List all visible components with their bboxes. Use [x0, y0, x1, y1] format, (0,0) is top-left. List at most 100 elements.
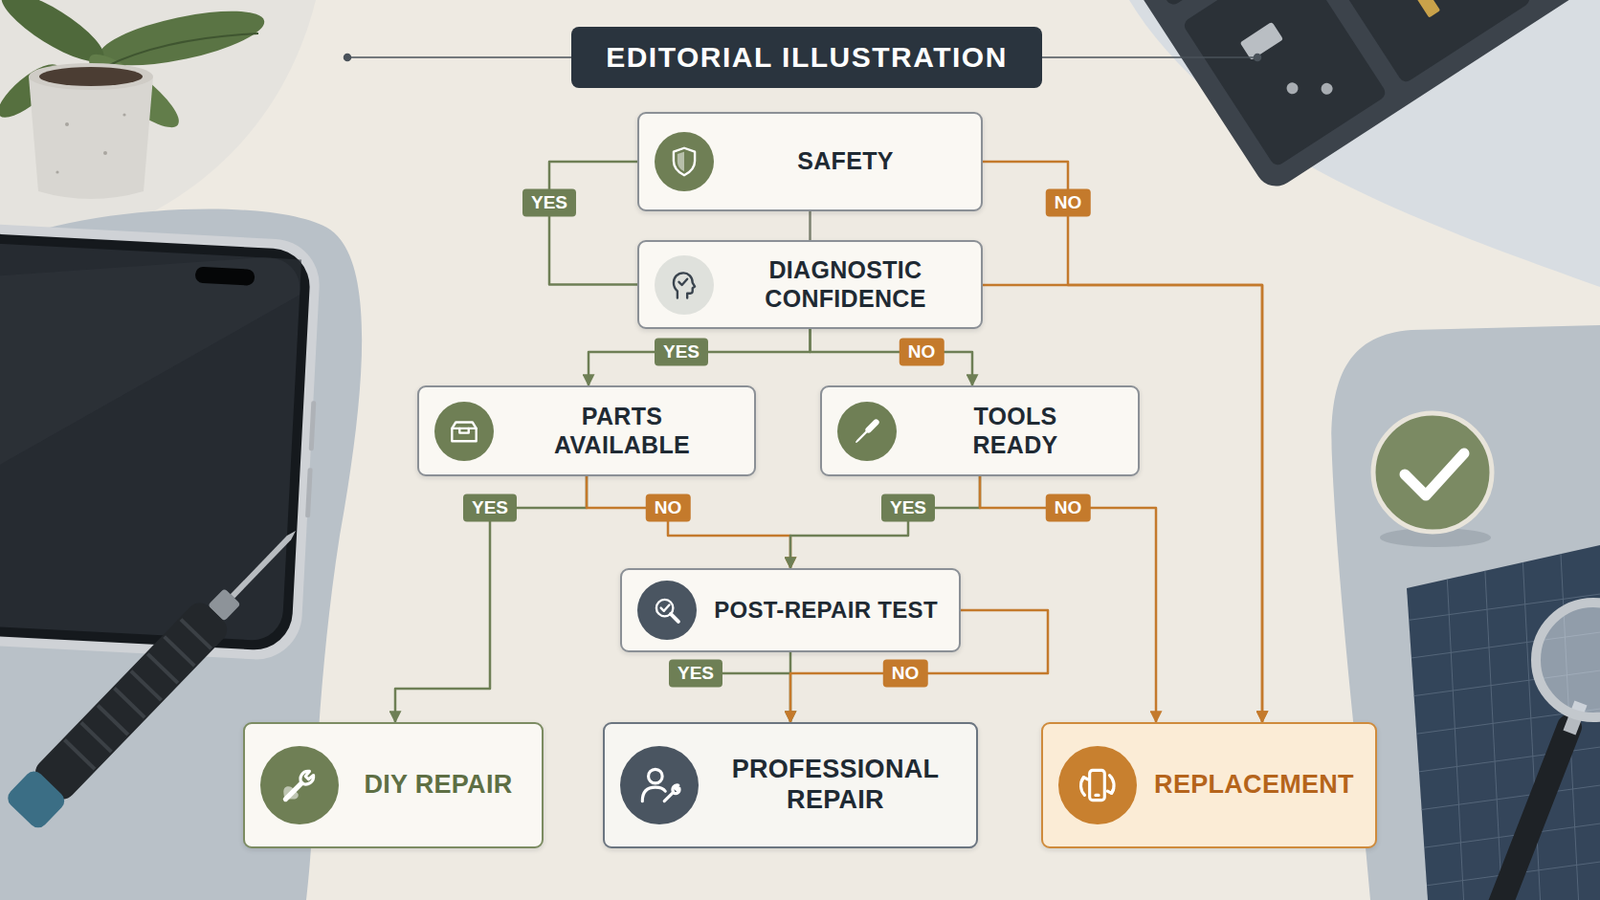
potted-plant-part — [103, 151, 108, 156]
potted-plant-part — [65, 122, 69, 127]
shield-icon — [666, 143, 703, 180]
node-icon — [434, 401, 494, 462]
branch-label: YES — [881, 494, 935, 523]
phone-icon — [1073, 761, 1122, 810]
screwdriver-part-part — [81, 723, 112, 754]
icon-stroke — [672, 785, 680, 795]
text-block: REPLACEMENT — [1154, 770, 1355, 801]
potted-plant-part — [28, 63, 154, 90]
decision-box: TOOLS READY — [820, 385, 1140, 477]
text-block: DIAGNOSTIC CONFIDENCE — [750, 256, 942, 313]
text-block: TOOLS READY — [957, 402, 1073, 460]
smartphone-part — [0, 232, 312, 653]
icon-stroke — [283, 786, 298, 800]
flow-connector — [395, 476, 587, 723]
icon-stroke — [1081, 777, 1088, 782]
icon-stroke — [459, 427, 469, 433]
outcome-box: REPLACEMENT — [1041, 722, 1378, 849]
branch-label: YES — [463, 494, 517, 523]
screwdriver-part-part — [180, 620, 212, 650]
icon-stroke — [856, 440, 859, 443]
checkmark-badge-part — [1404, 453, 1465, 496]
text-area: PROFESSIONAL REPAIR — [711, 755, 959, 817]
text-block: DIY REPAIR — [363, 770, 512, 801]
branch-label: NO — [899, 338, 945, 367]
parts-tray-part — [1415, 0, 1441, 19]
text-area: POST-REPAIR TEST — [710, 597, 942, 624]
icon-stroke — [673, 272, 695, 298]
icon-stroke — [673, 148, 695, 177]
smartphone-part — [0, 222, 322, 663]
parts-tray-part — [1181, 0, 1388, 168]
smartphone-part — [309, 400, 317, 451]
search-icon — [648, 592, 686, 629]
text-area: SAFETY — [727, 147, 964, 177]
smartphone-part — [195, 266, 256, 287]
branch-label: NO — [883, 660, 929, 689]
icon-stroke — [664, 792, 673, 801]
potted-plant-part — [39, 66, 143, 87]
driver-icon — [848, 413, 886, 450]
text-area: DIY REPAIR — [352, 770, 525, 801]
potted-plant-part — [28, 76, 154, 200]
head-icon — [666, 266, 703, 304]
screwdriver-part — [29, 598, 233, 806]
flow-connector — [588, 329, 811, 386]
screwdriver-part-part — [97, 706, 129, 736]
icon-stroke — [868, 422, 877, 430]
checkmark-badge-part — [1373, 413, 1492, 533]
flow-connector — [810, 329, 974, 386]
text-block: PARTS AVAILABLE — [535, 402, 709, 460]
text-block: POST-REPAIR TEST — [713, 597, 938, 624]
node-icon — [654, 132, 714, 192]
decision-box: DIAGNOSTIC CONFIDENCE — [637, 240, 983, 330]
cutting-mat-part-part — [1397, 784, 1600, 814]
magnifying-glass-part — [1500, 727, 1570, 900]
title-rule-part — [1038, 56, 1258, 59]
icon-stroke — [648, 769, 664, 784]
text-area: DIAGNOSTIC CONFIDENCE — [727, 256, 964, 313]
decision-box: SAFETY — [637, 111, 983, 212]
cutting-mat-part-part — [1444, 535, 1465, 900]
potted-plant — [0, 0, 269, 200]
smartphone-part — [305, 467, 313, 518]
icon-stroke — [670, 614, 679, 623]
icon-stroke — [1095, 794, 1099, 798]
parts-tray-part — [1318, 80, 1335, 97]
node-label: SAFETY — [797, 147, 893, 177]
branch-label: YES — [668, 660, 723, 689]
parts-tray-part — [1284, 80, 1301, 97]
hand-icon — [275, 761, 324, 810]
node-label: TOOLS READY — [957, 402, 1073, 460]
node-icon — [637, 580, 697, 641]
node-icon — [654, 255, 714, 315]
magnifying-glass-part — [1535, 602, 1600, 718]
branch-label: YES — [654, 338, 709, 367]
node-label: POST-REPAIR TEST — [713, 597, 938, 624]
flow-connector — [586, 476, 791, 569]
cutting-mat-part-part — [1483, 535, 1503, 900]
icon-stroke — [300, 771, 314, 785]
flow-connector — [549, 161, 638, 286]
screwdriver-part-part — [147, 654, 178, 685]
icon-stroke — [661, 604, 670, 611]
box-icon — [445, 413, 483, 450]
branch-label: NO — [645, 494, 691, 523]
pro-icon — [635, 761, 684, 810]
branch-label: NO — [1045, 189, 1091, 218]
title-banner: EDITORIAL ILLUSTRATION — [571, 26, 1043, 89]
title-rule-part — [347, 56, 575, 59]
screwdriver-part — [230, 529, 298, 600]
node-label: PARTS AVAILABLE — [535, 402, 709, 460]
node-label: DIAGNOSTIC CONFIDENCE — [750, 256, 942, 313]
branch-label: YES — [522, 189, 577, 218]
icon-stroke — [1108, 789, 1114, 794]
screwdriver-part-part — [64, 740, 95, 771]
outcome-box: DIY REPAIR — [243, 722, 544, 849]
parts-tray-part — [1310, 0, 1533, 85]
node-icon — [620, 746, 699, 825]
decision-box: POST-REPAIR TEST — [620, 568, 961, 653]
node-icon — [260, 746, 339, 825]
magnifying-glass — [1500, 602, 1600, 900]
parts-tray-part — [1050, 0, 1600, 195]
